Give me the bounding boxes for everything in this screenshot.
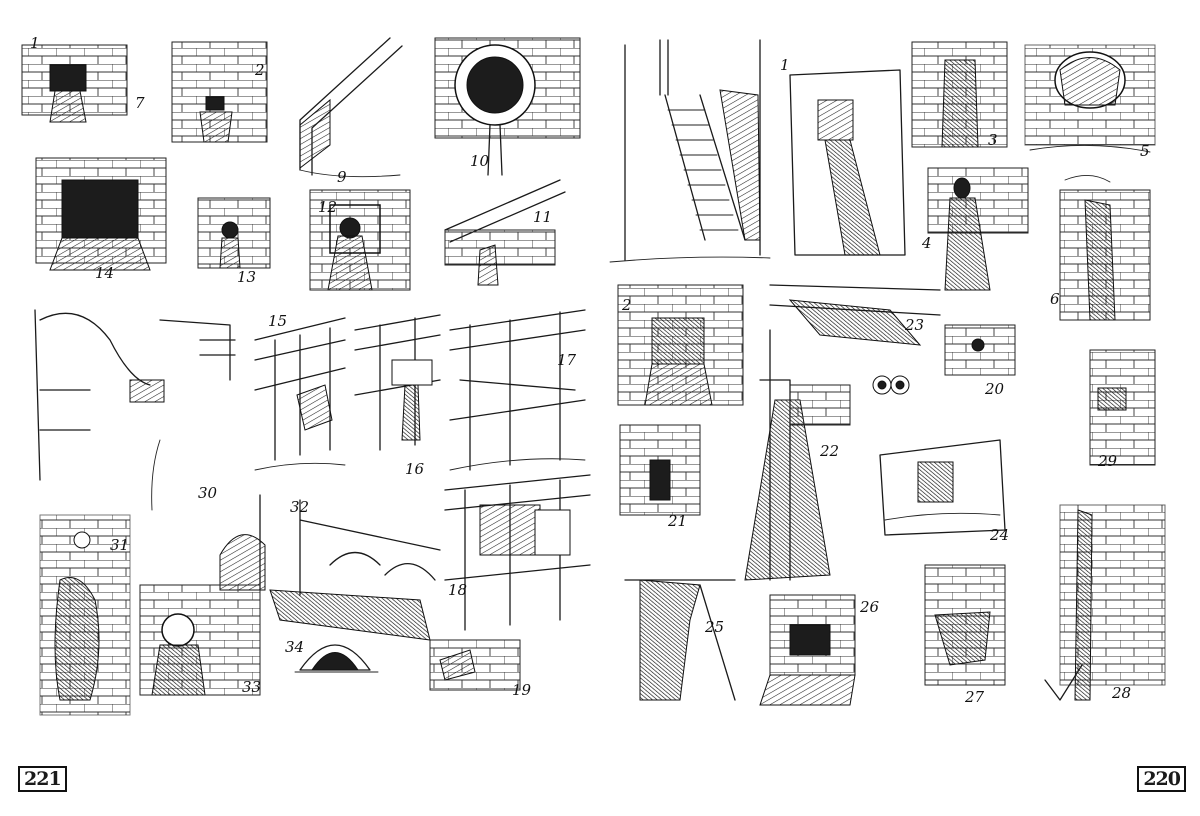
figure-label: 26 bbox=[859, 598, 880, 616]
sketch-timber-frame-gutter bbox=[449, 309, 586, 471]
figure-label: 2 bbox=[621, 296, 632, 314]
figure-label: 33 bbox=[242, 678, 261, 696]
sketch-sloped-gutter bbox=[444, 179, 566, 286]
sketch-stained-buttress bbox=[744, 329, 851, 581]
sketch-timber-frame-box bbox=[354, 314, 441, 451]
sketch-pipe-spout bbox=[429, 639, 521, 691]
figure-label: 1 bbox=[30, 34, 40, 52]
sketch-stone-stairs bbox=[609, 39, 771, 263]
sketch-pipe-on-wall bbox=[34, 309, 236, 511]
figure-label: 19 bbox=[512, 681, 532, 699]
sketch-cracked-wall bbox=[1044, 504, 1166, 701]
figure-label: 2 bbox=[254, 61, 265, 79]
sketch-square-outlet bbox=[759, 594, 856, 706]
figure-label: 29 bbox=[1097, 452, 1118, 470]
figure-label: 5 bbox=[1140, 142, 1150, 160]
left-page-sketches bbox=[21, 37, 591, 716]
sketch-vertical-channel bbox=[911, 41, 1008, 148]
sketch-wall-opening bbox=[21, 44, 128, 123]
sketch-grated-drain bbox=[1089, 349, 1156, 466]
figure-label: 28 bbox=[1111, 684, 1131, 702]
figure-label: 9 bbox=[337, 168, 347, 186]
sketch-beam-overhang bbox=[769, 284, 941, 346]
figure-label: 16 bbox=[405, 460, 425, 478]
figure-label: 10 bbox=[470, 152, 490, 170]
figure-label: 20 bbox=[984, 380, 1005, 398]
figure-label: 7 bbox=[135, 94, 145, 112]
sketch-doorway-drain bbox=[789, 69, 906, 256]
sketch-crumbled-pier bbox=[624, 579, 736, 701]
sketch-twin-round-outlets bbox=[872, 324, 1016, 395]
figure-label: 18 bbox=[448, 581, 467, 599]
figure-labels: 1 2 9 10 7 14 13 12 11 15 16 17 18 19 30… bbox=[30, 34, 1150, 706]
figure-label: 27 bbox=[964, 688, 985, 706]
sketch-barrel-drain bbox=[1024, 44, 1156, 153]
sketch-round-drain-small bbox=[197, 197, 271, 269]
figure-label: 23 bbox=[904, 316, 924, 334]
figure-label: 6 bbox=[1050, 290, 1060, 308]
figure-label: 25 bbox=[704, 618, 724, 636]
sketch-large-opening bbox=[35, 157, 167, 271]
page-number-right: 220 bbox=[1137, 766, 1186, 792]
sketch-sloped-channel bbox=[299, 37, 403, 178]
figure-label: 34 bbox=[285, 638, 304, 656]
figure-label: 12 bbox=[318, 198, 337, 216]
figure-label: 22 bbox=[819, 442, 839, 460]
sketch-slot-drain bbox=[619, 424, 701, 516]
sketch-arched-vent bbox=[879, 439, 1006, 536]
figure-label: 4 bbox=[921, 234, 932, 252]
figure-label: 11 bbox=[533, 208, 552, 226]
figure-label: 32 bbox=[290, 498, 309, 516]
figure-label: 21 bbox=[667, 512, 687, 530]
figure-label: 31 bbox=[110, 536, 129, 554]
figure-label: 1 bbox=[780, 56, 790, 74]
sketch-timber-box-drain bbox=[444, 474, 591, 631]
sketch-corner-pier bbox=[1059, 175, 1151, 321]
sketch-half-round-drain bbox=[294, 644, 379, 673]
sketch-stained-wall bbox=[39, 514, 131, 716]
figure-label: 30 bbox=[198, 484, 218, 502]
figure-label: 15 bbox=[268, 312, 287, 330]
figure-label: 14 bbox=[95, 264, 114, 282]
right-page-sketches bbox=[609, 39, 1166, 706]
figure-label: 24 bbox=[989, 526, 1009, 544]
figure-label: 3 bbox=[988, 131, 998, 149]
page-number-left: 221 bbox=[18, 766, 67, 792]
figure-label: 17 bbox=[557, 351, 577, 369]
sketch-lintel-opening bbox=[617, 284, 744, 406]
figure-label: 13 bbox=[237, 268, 256, 286]
sketch-framed-drain bbox=[309, 189, 411, 291]
sketch-drain-spout bbox=[927, 167, 1029, 291]
sketch-small-drain bbox=[171, 41, 268, 143]
sketch-round-outlet bbox=[434, 37, 581, 176]
sketch-timber-frame-pipe bbox=[254, 317, 346, 471]
sketch-arched-corner bbox=[219, 494, 441, 641]
sketch-circular-wall-drain bbox=[139, 584, 261, 696]
sketch-broken-wall bbox=[924, 564, 1006, 686]
